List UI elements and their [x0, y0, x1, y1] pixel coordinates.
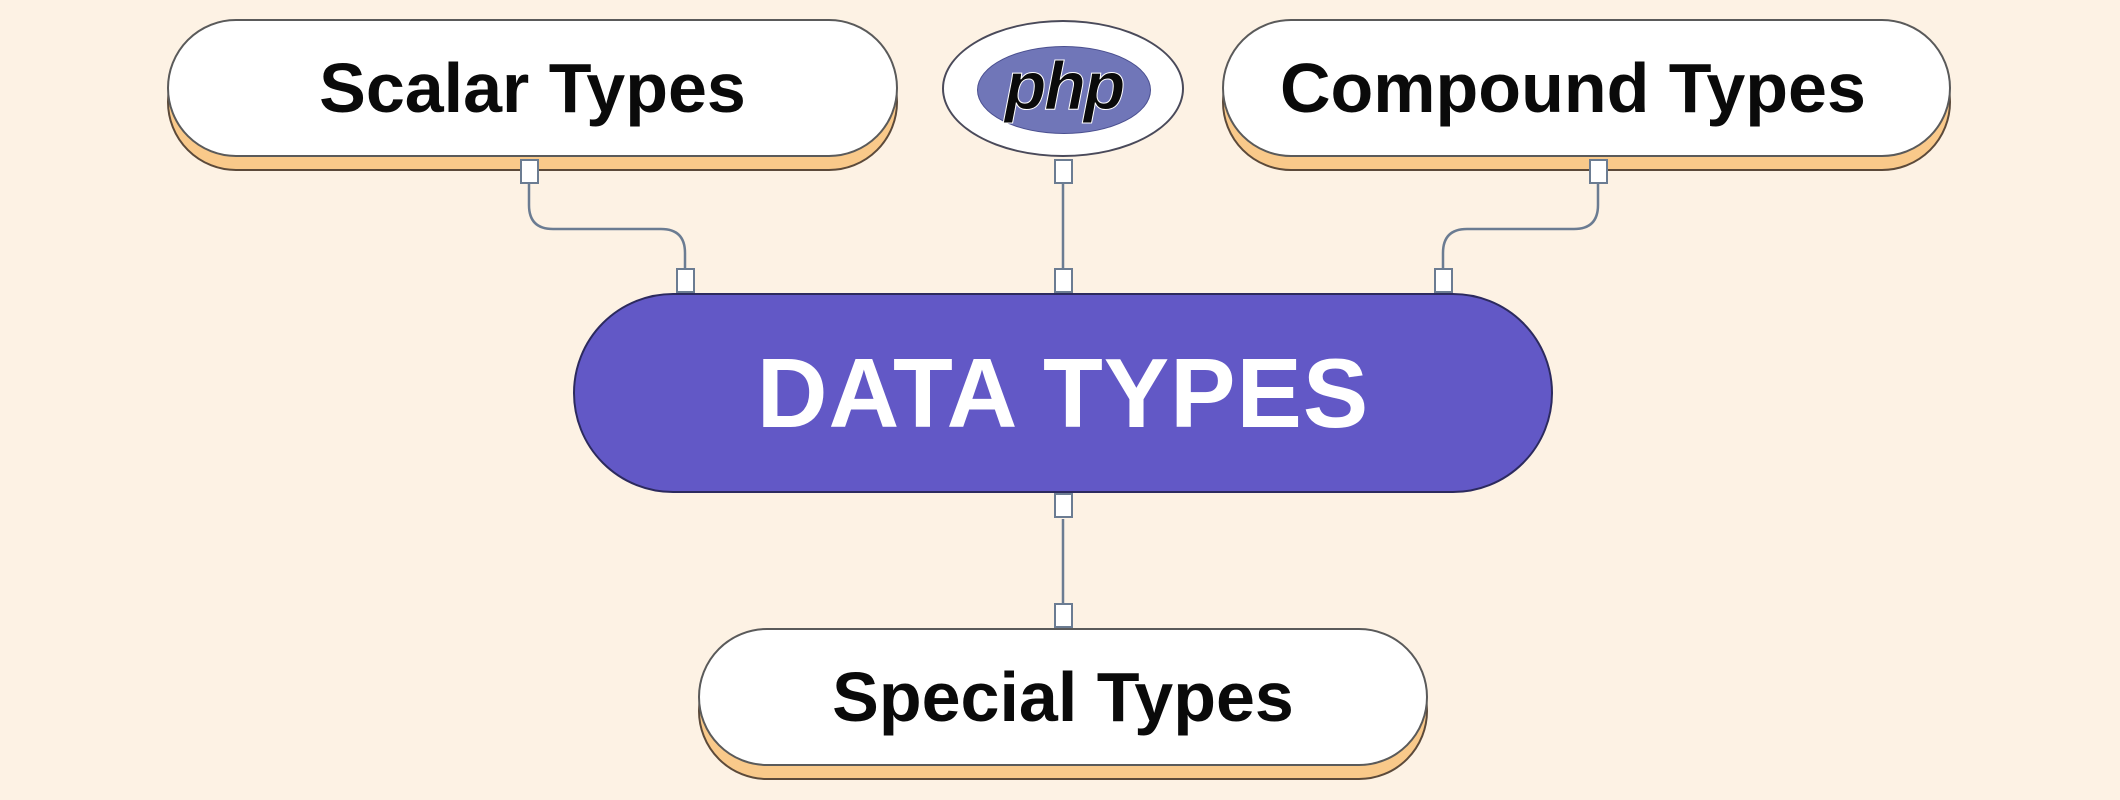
node-body: Scalar Types	[167, 19, 898, 157]
node-compound-types: Compound Types	[1222, 19, 1951, 171]
node-body: Special Types	[698, 628, 1428, 766]
port-php-bottom	[1054, 159, 1073, 184]
port-compound-bottom	[1589, 159, 1608, 184]
node-label-compound: Compound Types	[1280, 49, 1866, 127]
node-special-types: Special Types	[698, 628, 1428, 780]
connector-compound	[1441, 184, 1600, 268]
connector-scalar	[527, 184, 687, 268]
php-logo-inner: php	[977, 46, 1151, 134]
port-center-top-middle	[1054, 268, 1073, 293]
node-body: Compound Types	[1222, 19, 1951, 157]
php-logo-text: php	[1004, 48, 1126, 124]
port-scalar-bottom	[520, 159, 539, 184]
php-logo-icon: php	[942, 20, 1184, 157]
port-center-bottom	[1054, 493, 1073, 518]
center-title: DATA TYPES	[756, 337, 1370, 448]
node-label-scalar: Scalar Types	[319, 49, 746, 127]
port-special-top	[1054, 603, 1073, 628]
node-label-special: Special Types	[832, 658, 1294, 736]
port-center-top-left	[676, 268, 695, 293]
node-scalar-types: Scalar Types	[167, 19, 898, 171]
node-data-types: DATA TYPES	[573, 293, 1553, 493]
port-center-top-right	[1434, 268, 1453, 293]
